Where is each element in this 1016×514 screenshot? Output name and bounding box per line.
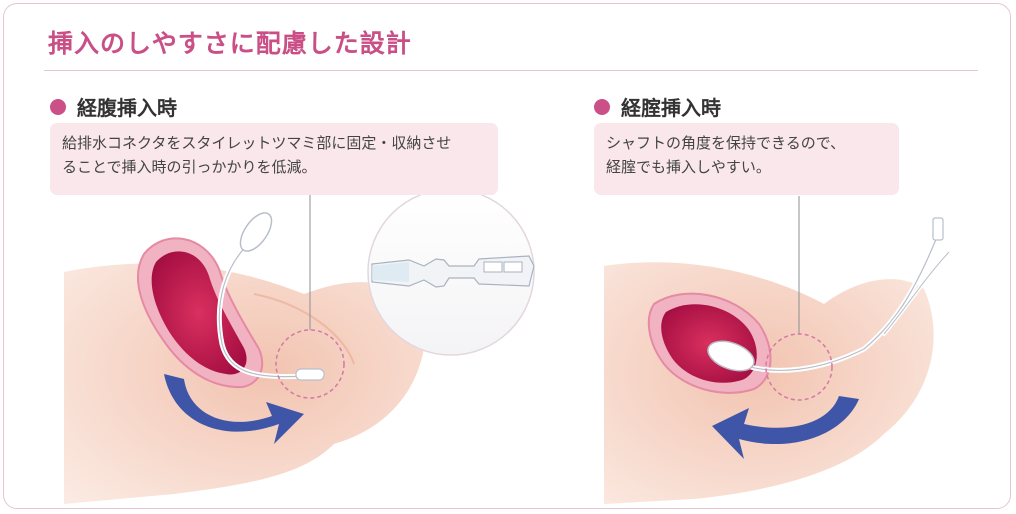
bullet-dot-icon	[50, 98, 66, 115]
right-callout-line1: シャフトの角度を保持できるので、	[606, 134, 846, 152]
right-callout: シャフトの角度を保持できるので、 経腟でも挿入しやすい。	[594, 123, 899, 195]
left-heading-text: 経腹挿入時	[77, 96, 177, 120]
left-callout: 給排水コネクタをスタイレットツマミ部に固定・収納させ ることで挿入時の引っかかり…	[50, 123, 498, 195]
left-anatomy	[64, 194, 426, 504]
title-divider	[44, 70, 978, 71]
curved-arrow-icon	[712, 396, 859, 459]
right-section-heading: 経腟挿入時	[594, 92, 721, 121]
bullet-dot-icon	[594, 98, 610, 115]
zoom-bubble	[367, 188, 535, 356]
curved-arrow-icon	[164, 374, 304, 444]
right-heading-text: 経腟挿入時	[621, 96, 721, 120]
panel-frame: 挿入のしやすさに配慮した設計 経腹挿入時 給排水コネクタをスタイレットツマミ部に…	[3, 3, 1011, 509]
left-section-heading: 経腹挿入時	[50, 92, 177, 121]
right-callout-line2: 経腟でも挿入しやすい。	[606, 158, 771, 176]
left-callout-line2: ることで挿入時の引っかかりを低減。	[62, 158, 317, 176]
page-title: 挿入のしやすさに配慮した設計	[48, 29, 412, 58]
right-anatomy	[604, 196, 951, 504]
illustration-layer	[64, 188, 951, 504]
left-callout-line1: 給排水コネクタをスタイレットツマミ部に固定・収納させ	[62, 134, 452, 152]
